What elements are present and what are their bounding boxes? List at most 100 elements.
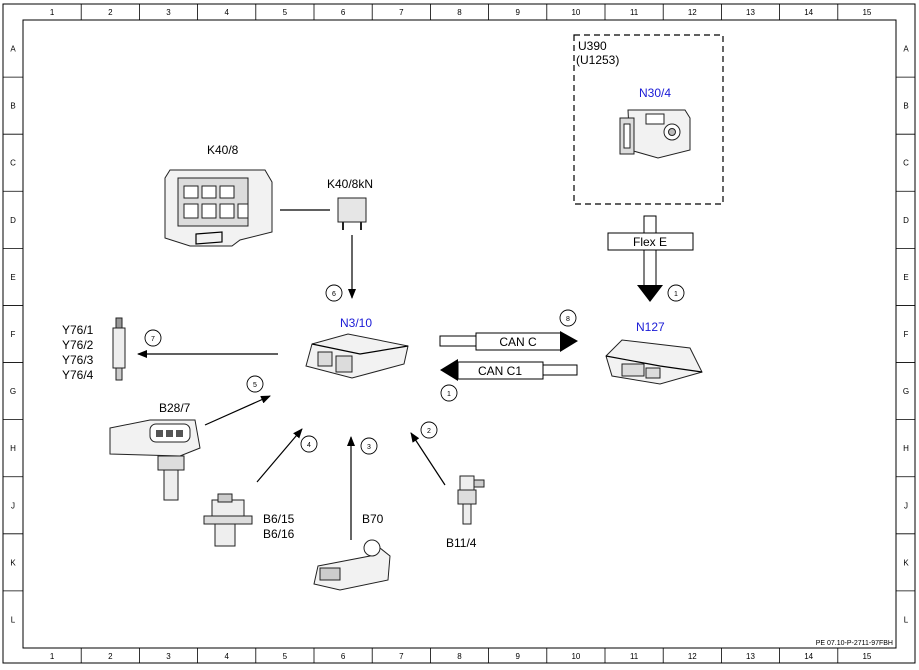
callout-5: 5 bbox=[253, 382, 257, 389]
label-u1253: (U1253) bbox=[576, 53, 619, 67]
label-n30-4: N30/4 bbox=[639, 86, 671, 100]
grid-row-label: F bbox=[11, 330, 16, 339]
grid-row-label: H bbox=[903, 444, 909, 453]
callout-3: 3 bbox=[367, 444, 371, 451]
b70-crankshaft-sensor-icon bbox=[313, 539, 391, 591]
callout-2: 2 bbox=[427, 428, 431, 435]
label-b11-4: B11/4 bbox=[446, 536, 477, 550]
grid-row-label: B bbox=[10, 102, 15, 111]
grid-column-label: 2 bbox=[108, 652, 113, 661]
grid-column-label: 10 bbox=[571, 652, 580, 661]
grid-column-label: 5 bbox=[283, 652, 288, 661]
grid-row-label: E bbox=[903, 273, 908, 282]
b11-4-coolant-temp-sensor-icon bbox=[457, 475, 485, 525]
label-b70: B70 bbox=[362, 512, 384, 526]
k40-8-relay-module-icon bbox=[164, 169, 273, 247]
grid-column-label: 14 bbox=[804, 8, 813, 17]
can-c1-arrow-head bbox=[440, 359, 458, 381]
grid-rows-left: A B C D E F G H J K L bbox=[3, 45, 23, 624]
grid-column-label: 14 bbox=[804, 652, 813, 661]
grid-row-label: K bbox=[10, 558, 16, 567]
grid-column-label: 1 bbox=[50, 652, 55, 661]
grid-column-label: 3 bbox=[166, 8, 171, 17]
callout-1-can: 1 bbox=[447, 391, 451, 398]
grid-column-label: 7 bbox=[399, 652, 404, 661]
grid-column-label: 8 bbox=[457, 652, 462, 661]
callout-1-flex: 1 bbox=[674, 291, 678, 298]
grid-row-label: D bbox=[903, 216, 909, 225]
outer-frame bbox=[2, 3, 916, 664]
n127-powertrain-control-unit-icon bbox=[605, 339, 703, 385]
grid-row-label: A bbox=[10, 45, 16, 54]
grid-column-label: 13 bbox=[746, 652, 755, 661]
grid-column-label: 8 bbox=[457, 8, 462, 17]
grid-row-label: L bbox=[904, 615, 909, 624]
inner-frame bbox=[22, 19, 897, 649]
b6-camshaft-sensor-icon bbox=[203, 493, 253, 547]
b28-7-pressure-sensor-icon bbox=[109, 419, 201, 501]
grid-column-label: 12 bbox=[688, 8, 697, 17]
y76-fuel-injector-icon bbox=[112, 317, 126, 381]
label-u390: U390 bbox=[578, 39, 607, 53]
label-n127: N127 bbox=[636, 320, 665, 334]
grid-row-label: K bbox=[903, 558, 909, 567]
label-y76-1: Y76/1 bbox=[62, 323, 94, 337]
grid-row-label: G bbox=[10, 387, 16, 396]
grid-row-label: H bbox=[10, 444, 16, 453]
grid-row-label: G bbox=[903, 387, 909, 396]
can-c-arrow-head bbox=[560, 331, 578, 352]
label-can-c: CAN C bbox=[499, 335, 537, 349]
label-y76-3: Y76/3 bbox=[62, 353, 94, 367]
grid-row-label: D bbox=[10, 216, 16, 225]
grid-row-label: L bbox=[11, 615, 16, 624]
label-b6-15: B6/15 bbox=[263, 512, 295, 526]
label-b6-16: B6/16 bbox=[263, 527, 295, 541]
grid-row-label: J bbox=[904, 501, 908, 510]
drawing-reference: PE 07.10-P-2711-97FBH bbox=[816, 640, 893, 647]
grid-column-label: 9 bbox=[515, 8, 520, 17]
label-k40-8: K40/8 bbox=[207, 143, 239, 157]
callout-8: 8 bbox=[566, 316, 570, 323]
grid-column-label: 15 bbox=[862, 8, 871, 17]
callout-7: 6 bbox=[332, 291, 336, 298]
label-b28-7: B28/7 bbox=[159, 401, 191, 415]
n3-10-engine-control-unit-icon bbox=[305, 333, 409, 379]
grid-row-label: E bbox=[10, 273, 15, 282]
label-flex-e: Flex E bbox=[633, 235, 667, 249]
grid-column-label: 5 bbox=[283, 8, 288, 17]
grid-column-label: 6 bbox=[341, 652, 346, 661]
grid-row-label: B bbox=[903, 102, 908, 111]
n30-4-control-unit-icon bbox=[619, 109, 691, 159]
callout-6: 7 bbox=[151, 336, 155, 343]
grid-column-label: 7 bbox=[399, 8, 404, 17]
grid-row-label: A bbox=[903, 45, 909, 54]
label-can-c1: CAN C1 bbox=[478, 364, 522, 378]
label-y76-2: Y76/2 bbox=[62, 338, 94, 352]
callout-4: 4 bbox=[307, 442, 311, 449]
grid-column-label: 4 bbox=[224, 652, 229, 661]
grid-row-label: F bbox=[904, 330, 909, 339]
grid-column-label: 6 bbox=[341, 8, 346, 17]
grid-column-label: 1 bbox=[50, 8, 55, 17]
label-k40-8kn: K40/8kN bbox=[327, 177, 373, 191]
grid-column-label: 12 bbox=[688, 652, 697, 661]
grid-column-label: 4 bbox=[224, 8, 229, 17]
label-n3-10: N3/10 bbox=[340, 316, 372, 330]
u390-boundary-box bbox=[573, 34, 724, 205]
grid-row-label: C bbox=[10, 159, 16, 168]
flex-e-arrow-head bbox=[637, 285, 663, 302]
grid-column-label: 9 bbox=[515, 652, 520, 661]
grid-column-label: 11 bbox=[630, 8, 639, 17]
grid-column-label: 13 bbox=[746, 8, 755, 17]
grid-column-label: 15 bbox=[862, 652, 871, 661]
grid-column-label: 10 bbox=[571, 8, 580, 17]
grid-column-label: 11 bbox=[630, 652, 639, 661]
grid-row-label: J bbox=[11, 501, 15, 510]
grid-row-label: C bbox=[903, 159, 909, 168]
grid-rows-right: A B C D E F G H J K L bbox=[896, 45, 915, 624]
k40-8kn-relay-icon bbox=[337, 197, 367, 230]
grid-column-label: 2 bbox=[108, 8, 113, 17]
